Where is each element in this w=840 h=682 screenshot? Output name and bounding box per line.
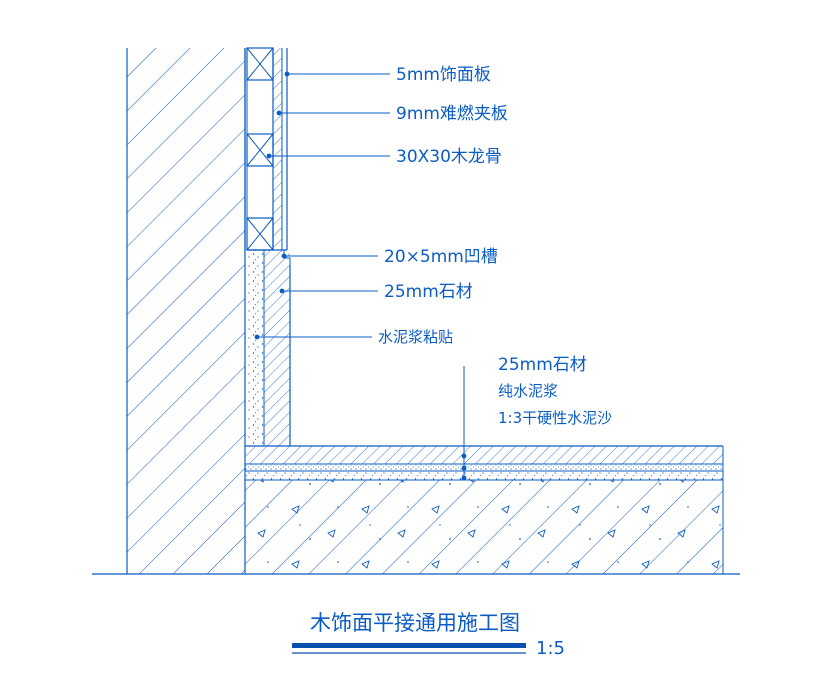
leader-dots xyxy=(254,71,467,481)
callout-dry-mortar: 1:3干硬性水泥沙 xyxy=(498,409,612,427)
drawing-title: 木饰面平接通用施工图 xyxy=(310,611,520,635)
floor-stone-layers xyxy=(245,445,723,480)
callout-finish-panel: 5mm饰面板 xyxy=(396,65,491,85)
title-underline xyxy=(292,643,526,648)
callout-wall-stone: 25mm石材 xyxy=(384,282,473,302)
drawing-scale: 1:5 xyxy=(536,638,565,659)
structural-wall xyxy=(126,48,246,574)
wall-stone-cladding xyxy=(247,249,291,446)
callout-pure-cement: 纯水泥浆 xyxy=(498,382,558,400)
callout-floor-stone: 25mm石材 xyxy=(498,355,587,375)
callout-cement-paste: 水泥浆粘贴 xyxy=(378,328,453,346)
wood-panel-system xyxy=(244,47,288,251)
floor-slab xyxy=(245,446,724,574)
callout-groove: 20×5mm凹槽 xyxy=(384,247,498,267)
callout-wood-keel: 30X30木龙骨 xyxy=(396,147,502,167)
callout-plywood: 9mm难燃夹板 xyxy=(396,104,508,124)
leader-lines xyxy=(257,73,465,478)
